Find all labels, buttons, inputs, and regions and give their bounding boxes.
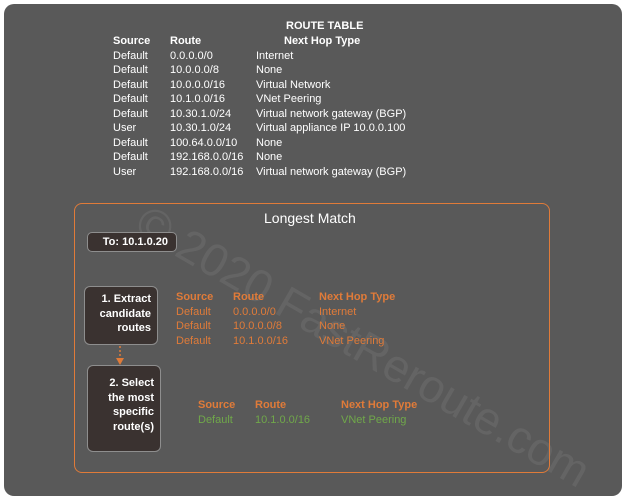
- diagram-canvas: © 2020 FastReroute.com ROUTE TABLE Sourc…: [4, 4, 622, 496]
- cell-route: 10.1.0.0/16: [170, 93, 226, 105]
- header-route: Route: [170, 35, 202, 47]
- table-row: Default 0.0.0.0/0 Internet: [113, 49, 484, 64]
- table-row: Default 0.0.0.0/0 Internet: [176, 305, 439, 320]
- selected-route-table: Source Route Next Hop Type Default 10.1.0…: [198, 398, 461, 427]
- cell-next-hop: None: [256, 64, 283, 76]
- table-row: User 192.168.0.0/16 Virtual network gatewa…: [113, 165, 484, 180]
- cell-source: Default: [113, 78, 148, 91]
- cell-next-hop: None: [319, 320, 346, 332]
- cell-source: Default: [176, 320, 211, 332]
- cell-source: Default: [113, 49, 148, 62]
- cell-route: 192.168.0.0/16: [170, 165, 244, 178]
- cell-route: 10.0.0.0/16: [170, 78, 226, 91]
- cell-source: Default: [113, 151, 148, 163]
- header-next-hop: Next Hop Type: [341, 399, 418, 411]
- table-row: Default 10.0.0.0/8 None: [113, 63, 484, 78]
- header-source: Source: [176, 291, 214, 303]
- cell-next-hop: VNet Peering: [256, 93, 322, 105]
- cell-source: User: [113, 165, 137, 178]
- step1-line: 1. Extract: [101, 293, 151, 305]
- header-source: Source: [198, 399, 236, 411]
- table-row: User 10.30.1.0/24 Virtual appliance IP 10.…: [113, 121, 484, 136]
- cell-route: 100.64.0.0/10: [170, 136, 238, 149]
- step2-line: specific: [113, 406, 154, 418]
- cell-next-hop: None: [256, 136, 283, 149]
- route-table-header: Source Route Next Hop Type: [113, 34, 484, 49]
- candidate-header: Source Route Next Hop Type: [176, 290, 439, 305]
- header-route: Route: [255, 399, 287, 411]
- table-row: Default 10.0.0.0/16 Virtual Network: [113, 78, 484, 93]
- cell-route: 0.0.0.0/0: [233, 305, 276, 318]
- cell-next-hop: Virtual appliance IP 10.0.0.100: [256, 122, 406, 134]
- cell-route: 10.0.0.0/8: [233, 320, 282, 332]
- cell-next-hop: Virtual network gateway (BGP): [256, 165, 407, 178]
- cell-route: 10.1.0.0/16: [255, 413, 311, 426]
- cell-source: Default: [113, 93, 148, 105]
- route-table: Source Route Next Hop Type Default 0.0.0.…: [113, 34, 484, 179]
- selected-header: Source Route Next Hop Type: [198, 398, 461, 413]
- table-row: Default 10.1.0.0/16 VNet Peering: [113, 92, 484, 107]
- table-row: Default 10.1.0.0/16 VNet Peering: [176, 334, 439, 349]
- cell-route: 192.168.0.0/16: [170, 151, 244, 163]
- step-select-most-specific: 2. Select the most specific route(s): [87, 365, 161, 452]
- cell-source: Default: [176, 334, 211, 347]
- cell-source: Default: [113, 64, 148, 76]
- route-table-title: ROUTE TABLE: [286, 20, 364, 32]
- cell-next-hop: VNet Peering: [341, 413, 407, 426]
- cell-source: Default: [113, 107, 148, 120]
- header-next-hop: Next Hop Type: [284, 35, 361, 47]
- arrow-down-icon: [116, 346, 124, 365]
- table-row: Default 192.168.0.0/16 None: [113, 150, 484, 165]
- cell-route: 10.0.0.0/8: [170, 64, 219, 76]
- cell-next-hop: Virtual Network: [256, 78, 331, 91]
- header-source: Source: [113, 35, 151, 47]
- header-next-hop: Next Hop Type: [319, 291, 396, 303]
- cell-next-hop: VNet Peering: [319, 334, 385, 347]
- cell-route: 10.30.1.0/24: [170, 107, 232, 120]
- candidate-routes-table: Source Route Next Hop Type Default 0.0.0.…: [176, 290, 439, 348]
- table-row: Default 10.30.1.0/24 Virtual network gatew…: [113, 107, 484, 122]
- cell-next-hop: Internet: [319, 305, 357, 318]
- step2-line: route(s): [113, 420, 154, 433]
- cell-route: 10.1.0.0/16: [233, 334, 289, 347]
- step-extract-candidates: 1. Extract candidate routes: [84, 286, 158, 345]
- longest-match-panel: Longest Match To: 10.1.0.20 1. Extract c…: [74, 203, 550, 473]
- header-route: Route: [233, 291, 265, 303]
- step1-line: routes: [117, 322, 151, 334]
- table-row: Default 100.64.0.0/10 None: [113, 136, 484, 151]
- step2-line: 2. Select: [109, 377, 154, 389]
- longest-match-title: Longest Match: [264, 210, 356, 226]
- cell-source: Default: [198, 413, 233, 426]
- table-row: Default 10.1.0.0/16 VNet Peering: [198, 413, 461, 428]
- cell-next-hop: None: [256, 151, 283, 163]
- cell-next-hop: Internet: [256, 49, 294, 62]
- cell-next-hop: Virtual network gateway (BGP): [256, 107, 407, 120]
- destination-box: To: 10.1.0.20: [87, 232, 177, 252]
- cell-route: 10.30.1.0/24: [170, 122, 232, 134]
- table-row: Default 10.0.0.0/8 None: [176, 319, 439, 334]
- step1-line: candidate: [99, 307, 151, 320]
- step2-line: the most: [108, 391, 154, 404]
- cell-source: Default: [113, 136, 148, 149]
- cell-route: 0.0.0.0/0: [170, 49, 213, 62]
- cell-source: Default: [176, 305, 211, 318]
- cell-source: User: [113, 122, 137, 134]
